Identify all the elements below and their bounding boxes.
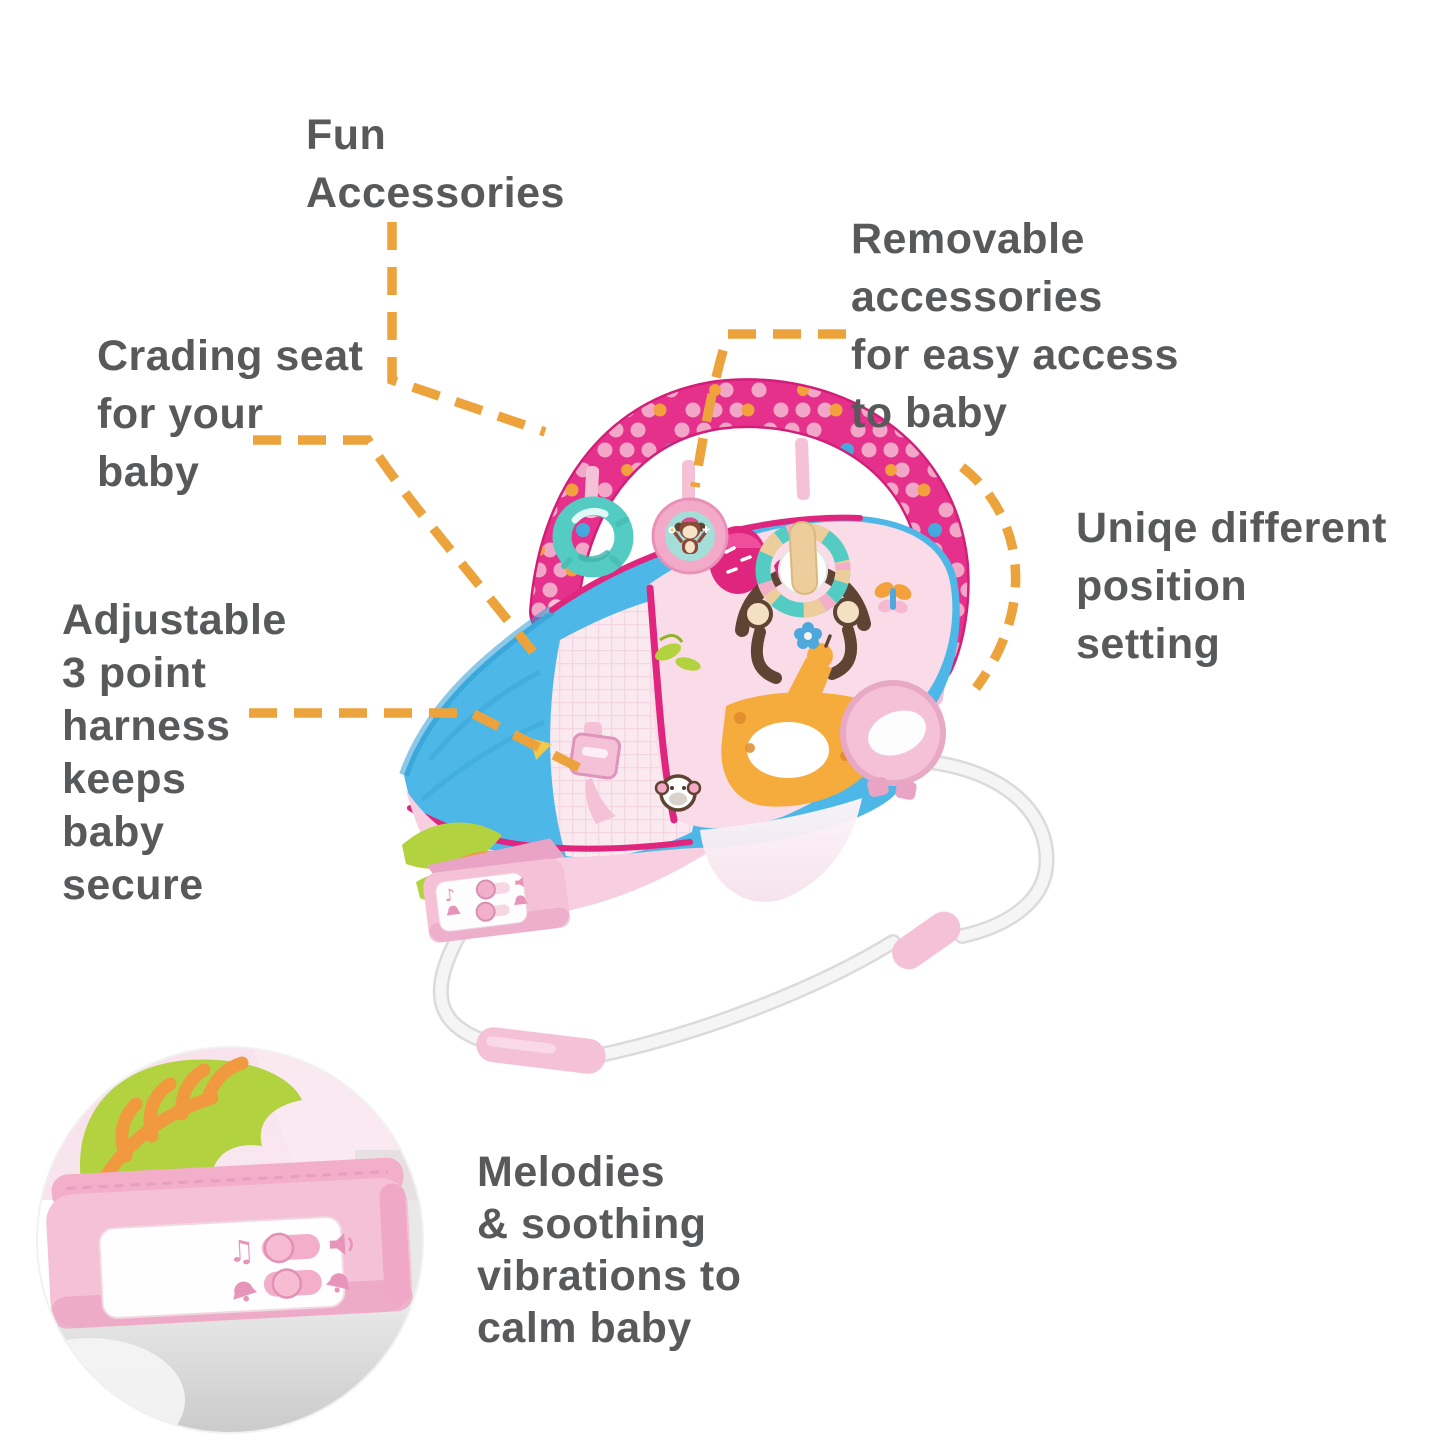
label-line: harness [62, 702, 231, 750]
label-line: Adjustable [62, 596, 287, 644]
label-line: Crading seat [97, 332, 364, 380]
label-fun-accessories: Fun Accessories [306, 106, 565, 222]
label-line: accessories [851, 273, 1103, 321]
label-removable-accessories: Removable accessories for easy access to… [851, 210, 1179, 442]
recline-hub [840, 680, 946, 800]
module-knob [475, 901, 496, 922]
rattle-toy [755, 520, 851, 618]
front-foot-cap-highlight [486, 1036, 556, 1054]
butterfly-print [874, 582, 912, 614]
volume-icon [329, 1232, 353, 1255]
bell-icon [514, 895, 528, 906]
volume-icon [515, 876, 524, 887]
label-adjustable-harness: Adjustable 3 point harness keeps baby se… [62, 594, 287, 912]
control-module: ♪ [423, 838, 570, 943]
monkey-toy-disc [651, 497, 729, 575]
label-line: to baby [851, 389, 1008, 437]
bell-icon [233, 1281, 258, 1302]
label-line: Uniqe different [1076, 504, 1387, 552]
music-note-icon: ♫ [227, 1234, 256, 1270]
teether-toy [552, 496, 634, 578]
label-cradling-seat: Crading seat for your baby [97, 327, 363, 501]
mid-foot-cap [892, 911, 961, 970]
slider-knob [271, 1268, 303, 1299]
module-knob [475, 879, 496, 900]
wire-bottom [590, 936, 899, 1062]
wire-right [902, 754, 1052, 942]
inset-closeup: ♫ [37, 1047, 423, 1433]
rocker-frame [432, 752, 1055, 1074]
inset-control-panel: ♫ [46, 1157, 413, 1329]
flower-print [794, 622, 822, 649]
label-line: baby [62, 808, 165, 856]
seat-blue-shade [399, 605, 555, 777]
label-line: setting [1076, 620, 1221, 668]
label-line: Melodies [477, 1148, 665, 1196]
small-monkey-print [654, 774, 702, 812]
fabric-fold [428, 669, 542, 762]
label-line: calm baby [477, 1304, 692, 1352]
label-line: Fun [306, 111, 387, 159]
mesh-skirt [700, 798, 862, 902]
rattle-handle [788, 520, 819, 595]
label-line: Removable [851, 215, 1085, 263]
fabric-fold [420, 719, 546, 802]
label-line: secure [62, 861, 204, 909]
bell-icon [326, 1273, 350, 1293]
leader-cradling-seat [253, 435, 537, 655]
label-line: vibrations to [477, 1252, 742, 1300]
module-icons: ♪ [443, 876, 528, 916]
bell-icon [446, 905, 461, 916]
inset-circle-border [36, 1046, 424, 1434]
label-line: for your [97, 390, 264, 438]
label-line: for easy access [851, 331, 1179, 379]
leader-fun-accessories [387, 222, 547, 437]
harness-buckle [568, 722, 622, 824]
seat [399, 514, 960, 917]
label-line: keeps [62, 755, 187, 803]
label-line: baby [97, 448, 200, 496]
label-unique-position: Uniqe different position setting [1076, 499, 1387, 673]
label-melodies: Melodies & soothing vibrations to calm b… [477, 1146, 742, 1354]
music-note-icon: ♪ [443, 885, 456, 906]
inset-floor [37, 1314, 423, 1433]
hanging-toys [552, 496, 851, 618]
label-line: 3 point [62, 649, 207, 697]
label-line: & soothing [477, 1200, 707, 1248]
label-line: Accessories [306, 169, 565, 217]
sprig-print [654, 634, 701, 671]
inset-leaf-print [79, 1056, 302, 1188]
slider-knob [263, 1232, 295, 1264]
label-line: position [1076, 562, 1248, 610]
leader-unique-position [959, 463, 1021, 691]
leader-removable-accessories [690, 329, 846, 488]
